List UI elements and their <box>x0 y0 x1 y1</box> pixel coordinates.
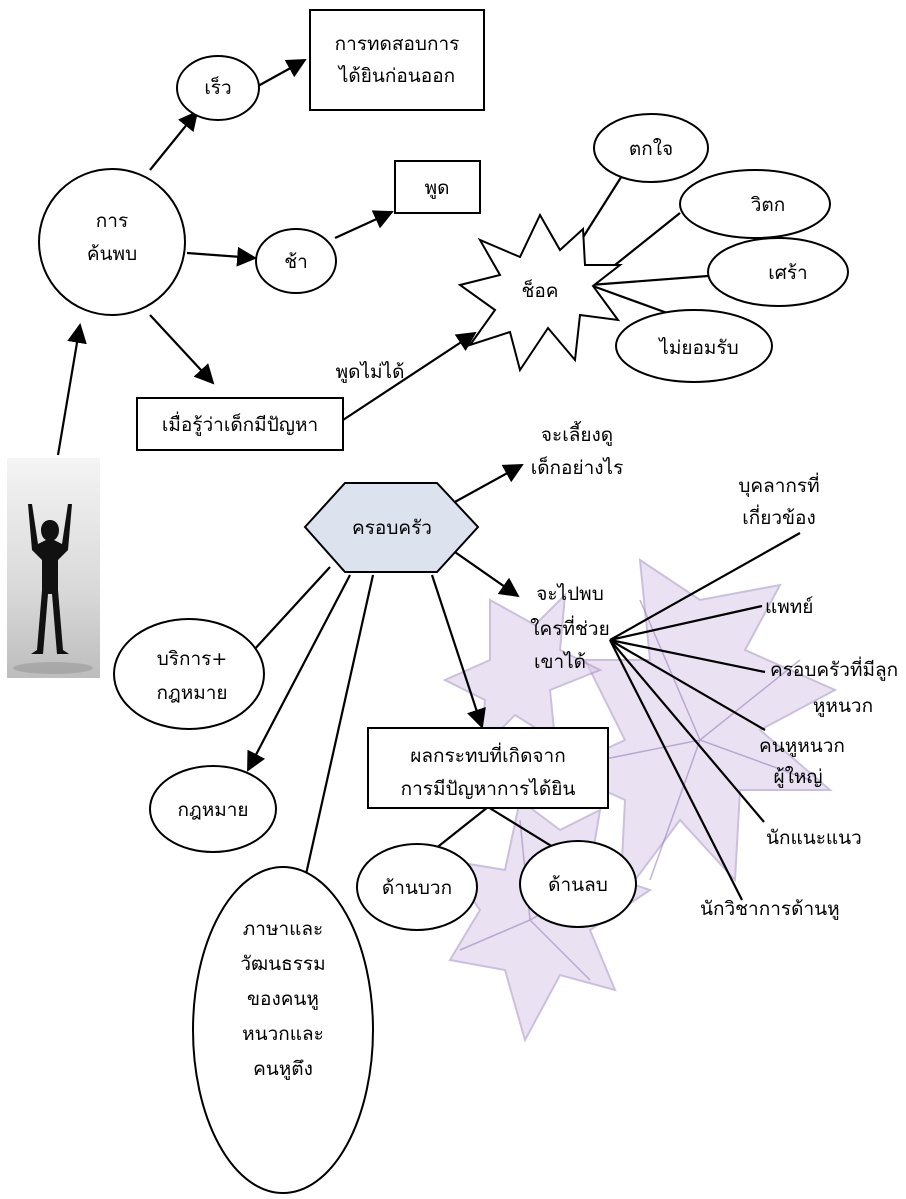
discovery-label-1: การ <box>96 210 128 232</box>
raise-label-1: จะเลี้ยงดู <box>541 421 613 446</box>
law-label: กฎหมาย <box>177 799 248 821</box>
hearing-test-label-2: ได้ยินก่อนออก <box>337 65 455 87</box>
personnel-label-2: เกี่ยวข้อง <box>742 504 815 529</box>
deaf-adult-label-1: คนหูหนวก <box>759 735 845 757</box>
hearing-test-label-1: การทดสอบการ <box>335 33 460 55</box>
family-node: ครอบครัว <box>303 482 480 573</box>
discovery-label-2: ค้นพบ <box>87 243 137 265</box>
negative-node: ด้านลบ <box>519 840 637 928</box>
language-culture-label-1: ภาษาและ <box>243 918 323 940</box>
services-label-2: กฎหมาย <box>156 682 227 704</box>
impact-label-1: ผลกระทบที่เกิดจาก <box>410 742 565 767</box>
language-culture-label-2: วัฒนธรรม <box>240 953 325 975</box>
personnel-node: บุคลากรที่ เกี่ยวข้อง <box>738 472 819 529</box>
family-label: ครอบครัว <box>352 517 432 539</box>
shock-label: ช็อค <box>521 278 558 302</box>
worried-label: วิตก <box>750 194 785 216</box>
worried-node: วิตก <box>679 169 831 239</box>
startled-label: ตกใจ <box>629 138 673 160</box>
impact-node: ผลกระทบที่เกิดจาก การมีปัญหาการได้ยิน <box>367 727 609 809</box>
services-label-1: บริการ+ <box>157 648 228 670</box>
slow-node: ช้า <box>255 228 337 294</box>
cannot-speak-label: พูดไม่ได้ <box>336 361 405 383</box>
speak-node: พูด <box>394 160 481 214</box>
denial-node: ไม่ยอมรับ <box>615 309 773 383</box>
slow-label: ช้า <box>284 251 308 273</box>
doctor-label: แพทย์ <box>765 596 813 618</box>
hearing-test-node: การทดสอบการ ได้ยินก่อนออก <box>309 9 485 111</box>
aware-node: เมื่อรู้ว่าเด็กมีปัญหา <box>136 397 344 451</box>
startled-node: ตกใจ <box>593 113 709 183</box>
deaf-family-label-1: ครอบครัวที่มีลูก <box>770 656 898 681</box>
language-culture-label-4: หนวกและ <box>242 1023 324 1045</box>
raise-label-2: เด็กอย่างไร <box>531 455 624 479</box>
language-culture-label-5: คนหูตึง <box>253 1058 313 1080</box>
audiologist-label: นักวิชาการด้านหู <box>700 898 840 920</box>
shock-node: ช็อค <box>457 212 623 373</box>
impact-label-2: การมีปัญหาการได้ยิน <box>401 778 576 800</box>
language-culture-label-3: ของคนหู <box>247 988 319 1010</box>
deaf-adult-node: คนหูหนวก ผู้ใหญ่ <box>759 735 845 788</box>
aware-label: เมื่อรู้ว่าเด็กมีปัญหา <box>162 411 318 436</box>
meet-node: จะไปพบ ใครที่ช่วย เขาได้ <box>530 583 609 673</box>
positive-node: ด้านบวก <box>356 843 478 931</box>
language-culture-node: ภาษาและ วัฒนธรรม ของคนหู หนวกและ คนหูตึง <box>192 866 374 1194</box>
speak-label: พูด <box>425 177 450 199</box>
meet-label-2: ใครที่ช่วย <box>530 615 609 640</box>
meet-label-1: จะไปพบ <box>536 583 604 605</box>
negative-label: ด้านลบ <box>548 874 608 896</box>
law-node: กฎหมาย <box>149 765 277 853</box>
sad-node: เศร้า <box>707 237 849 307</box>
raise-node: จะเลี้ยงดู เด็กอย่างไร <box>531 421 624 479</box>
meet-label-3: เขาได้ <box>534 651 586 673</box>
positive-label: ด้านบวก <box>382 877 452 899</box>
deaf-family-label-2: หูหนวก <box>813 695 873 717</box>
connectors <box>56 59 801 912</box>
counselor-label: นักแนะแนว <box>766 827 862 849</box>
personnel-label-1: บุคลากรที่ <box>738 472 819 498</box>
discovery-node: การ ค้นพบ <box>38 168 186 316</box>
deaf-family-node: ครอบครัวที่มีลูก หูหนวก <box>770 656 898 717</box>
denial-label: ไม่ยอมรับ <box>657 337 738 359</box>
fast-label: เร็ว <box>204 75 231 99</box>
silhouette-person-image <box>7 458 100 678</box>
services-node: บริการ+ กฎหมาย <box>113 618 265 730</box>
deaf-adult-label-2: ผู้ใหญ่ <box>773 766 822 788</box>
fast-node: เร็ว <box>176 55 260 121</box>
sad-label: เศร้า <box>768 262 807 284</box>
